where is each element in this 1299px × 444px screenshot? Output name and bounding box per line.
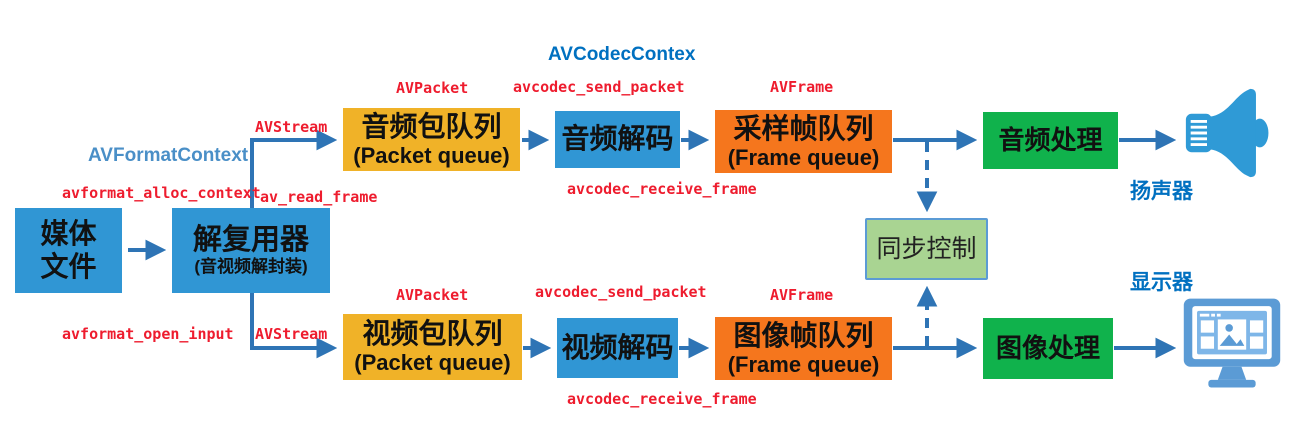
label-avcodec-receive-frame-top: avcodec_receive_frame <box>567 180 757 198</box>
node-audio-process: 音频处理 <box>983 112 1118 169</box>
display-label: 显示器 <box>1130 271 1193 294</box>
node-sync-control: 同步控制 <box>865 218 988 280</box>
arrow-demuxer-to-audio-queue <box>250 129 338 208</box>
label-avpacket-bottom: AVPacket <box>396 286 469 304</box>
label-avcodeccontex: AVCodecContex <box>548 44 696 65</box>
arrow-demuxer-to-video-queue <box>250 293 338 359</box>
media-file-line1: 媒体 <box>40 218 97 250</box>
node-sample-frame-queue: 采样帧队列 (Frame queue) <box>715 110 892 173</box>
label-avcodec-send-packet-bottom: avcodec_send_packet <box>535 283 707 301</box>
node-audio-decode: 音频解码 <box>555 111 680 168</box>
node-video-packet-queue: 视频包队列 (Packet queue) <box>343 314 522 380</box>
label-avframe-top: AVFrame <box>770 78 834 96</box>
label-avformat-alloc-context: avformat_alloc_context <box>62 184 261 202</box>
node-video-decode: 视频解码 <box>557 318 678 378</box>
sample-frame-queue-title: 采样帧队列 <box>733 112 874 144</box>
audio-decode-title: 音频解码 <box>561 123 674 155</box>
sample-frame-queue-subtitle: (Frame queue) <box>727 144 880 170</box>
image-frame-queue-title: 图像帧队列 <box>733 319 874 351</box>
image-frame-queue-subtitle: (Frame queue) <box>727 351 880 377</box>
video-decode-title: 视频解码 <box>561 331 674 363</box>
audio-packet-queue-title: 音频包队列 <box>361 110 502 142</box>
label-avformatcontext: AVFormatContext <box>88 145 249 166</box>
speaker-label: 扬声器 <box>1130 180 1193 203</box>
speaker-icon <box>1185 88 1269 178</box>
node-image-frame-queue: 图像帧队列 (Frame queue) <box>715 317 892 380</box>
audio-process-title: 音频处理 <box>998 124 1103 155</box>
audio-packet-queue-subtitle: (Packet queue) <box>353 142 510 168</box>
sync-control-title: 同步控制 <box>876 234 977 263</box>
label-avframe-bottom: AVFrame <box>770 286 834 304</box>
node-media-file: 媒体 文件 <box>15 208 122 293</box>
label-avformat-open-input: avformat_open_input <box>62 325 234 343</box>
label-avstream-top: AVStream <box>255 118 328 136</box>
label-avcodec-send-packet-top: avcodec_send_packet <box>513 78 685 96</box>
image-process-title: 图像处理 <box>995 332 1100 363</box>
node-demuxer: 解复用器 (音视频解封装) <box>172 208 330 293</box>
video-packet-queue-title: 视频包队列 <box>362 318 503 350</box>
video-packet-queue-subtitle: (Packet queue) <box>354 350 511 376</box>
media-file-line2: 文件 <box>40 250 97 282</box>
node-image-process: 图像处理 <box>983 318 1113 379</box>
demuxer-subtitle: (音视频解封装) <box>194 257 308 277</box>
label-avstream-bottom: AVStream <box>255 325 328 343</box>
label-av-read-frame: av_read_frame <box>260 188 378 206</box>
monitor-icon <box>1183 298 1281 388</box>
demuxer-title: 解复用器 <box>192 224 309 257</box>
label-avcodec-receive-frame-bottom: avcodec_receive_frame <box>567 390 757 408</box>
label-avpacket-top: AVPacket <box>396 79 469 97</box>
node-audio-packet-queue: 音频包队列 (Packet queue) <box>343 108 520 171</box>
